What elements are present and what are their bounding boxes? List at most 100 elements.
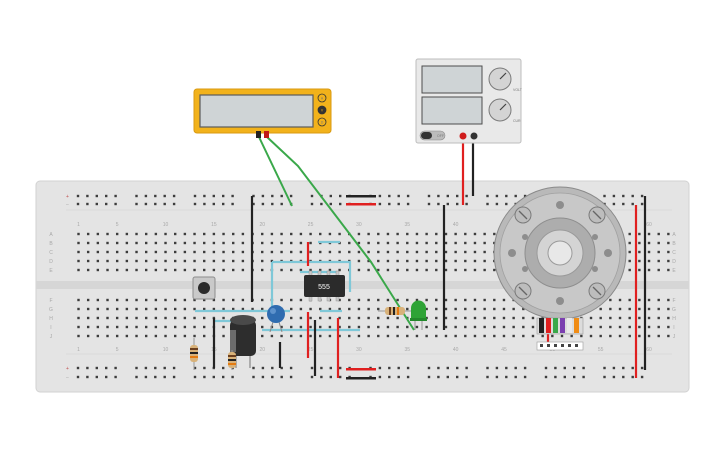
breadboard-hole[interactable] xyxy=(154,325,158,329)
breadboard-hole[interactable] xyxy=(154,307,158,311)
breadboard-hole[interactable] xyxy=(261,334,264,338)
breadboard-hole[interactable] xyxy=(299,298,303,302)
breadboard-hole[interactable] xyxy=(299,268,303,272)
breadboard-hole[interactable] xyxy=(512,334,515,338)
breadboard-hole[interactable] xyxy=(473,298,477,302)
breadboard-hole[interactable] xyxy=(290,334,293,338)
breadboard-hole[interactable] xyxy=(465,202,468,206)
breadboard-hole[interactable] xyxy=(628,298,631,302)
breadboard-hole[interactable] xyxy=(241,268,245,272)
breadboard-hole[interactable] xyxy=(261,316,264,320)
breadboard-hole[interactable] xyxy=(628,316,631,320)
breadboard-hole[interactable] xyxy=(212,202,215,206)
breadboard-hole[interactable] xyxy=(96,250,100,254)
breadboard-hole[interactable] xyxy=(241,307,245,311)
breadboard-hole[interactable] xyxy=(77,307,80,311)
breadboard-hole[interactable] xyxy=(495,202,499,206)
breadboard-hole[interactable] xyxy=(309,334,312,338)
breadboard-hole[interactable] xyxy=(164,307,167,311)
breadboard-hole[interactable] xyxy=(386,298,390,302)
breadboard-hole[interactable] xyxy=(667,268,670,272)
breadboard-hole[interactable] xyxy=(183,316,187,320)
breadboard-hole[interactable] xyxy=(464,259,467,263)
breadboard-hole[interactable] xyxy=(522,325,525,329)
breadboard-hole[interactable] xyxy=(612,375,616,379)
breadboard-hole[interactable] xyxy=(483,250,486,254)
breadboard-hole[interactable] xyxy=(357,232,361,236)
breadboard-hole[interactable] xyxy=(338,307,341,311)
breadboard-hole[interactable] xyxy=(560,334,564,338)
breadboard-hole[interactable] xyxy=(261,202,265,206)
breadboard-hole[interactable] xyxy=(222,241,225,245)
breadboard-hole[interactable] xyxy=(241,241,245,245)
breadboard-hole[interactable] xyxy=(406,259,409,263)
breadboard-hole[interactable] xyxy=(299,316,303,320)
breadboard-hole[interactable] xyxy=(280,366,283,370)
breadboard-hole[interactable] xyxy=(231,202,234,206)
breadboard-hole[interactable] xyxy=(628,232,631,236)
breadboard-hole[interactable] xyxy=(320,202,323,206)
breadboard-hole[interactable] xyxy=(86,194,89,198)
breadboard-hole[interactable] xyxy=(164,259,167,263)
breadboard-hole[interactable] xyxy=(212,250,216,254)
breadboard-hole[interactable] xyxy=(367,268,370,272)
breadboard-hole[interactable] xyxy=(638,241,641,245)
breadboard-hole[interactable] xyxy=(406,334,409,338)
breadboard-hole[interactable] xyxy=(456,375,459,379)
breadboard-hole[interactable] xyxy=(512,316,515,320)
breadboard-hole[interactable] xyxy=(483,259,486,263)
breadboard-hole[interactable] xyxy=(115,298,119,302)
breadboard-hole[interactable] xyxy=(367,232,370,236)
breadboard-hole[interactable] xyxy=(386,334,390,338)
breadboard-hole[interactable] xyxy=(77,316,80,320)
breadboard-hole[interactable] xyxy=(367,325,370,329)
breadboard-hole[interactable] xyxy=(222,250,225,254)
breadboard-hole[interactable] xyxy=(425,268,428,272)
breadboard-hole[interactable] xyxy=(86,250,90,254)
breadboard-hole[interactable] xyxy=(193,316,196,320)
breadboard-hole[interactable] xyxy=(425,334,428,338)
breadboard-hole[interactable] xyxy=(367,307,370,311)
breadboard-hole[interactable] xyxy=(203,268,206,272)
breadboard-hole[interactable] xyxy=(483,316,486,320)
breadboard-hole[interactable] xyxy=(319,268,322,272)
breadboard-hole[interactable] xyxy=(628,307,631,311)
breadboard-hole[interactable] xyxy=(106,241,109,245)
breadboard-hole[interactable] xyxy=(388,194,391,198)
breadboard-hole[interactable] xyxy=(135,366,138,370)
breadboard-hole[interactable] xyxy=(203,325,206,329)
breadboard-hole[interactable] xyxy=(222,325,225,329)
breadboard-hole[interactable] xyxy=(280,298,283,302)
breadboard-hole[interactable] xyxy=(348,298,351,302)
breadboard-hole[interactable] xyxy=(348,250,351,254)
breadboard-hole[interactable] xyxy=(667,232,670,236)
breadboard-hole[interactable] xyxy=(505,366,508,370)
breadboard-hole[interactable] xyxy=(319,307,322,311)
breadboard-hole[interactable] xyxy=(573,366,576,370)
breadboard-hole[interactable] xyxy=(456,366,459,370)
breadboard-hole[interactable] xyxy=(612,202,616,206)
breadboard-hole[interactable] xyxy=(222,298,225,302)
breadboard-hole[interactable] xyxy=(328,307,332,311)
breadboard-hole[interactable] xyxy=(144,259,148,263)
breadboard-hole[interactable] xyxy=(406,250,409,254)
breadboard-hole[interactable] xyxy=(386,316,390,320)
breadboard-hole[interactable] xyxy=(483,298,486,302)
breadboard-hole[interactable] xyxy=(261,232,264,236)
breadboard-hole[interactable] xyxy=(174,334,177,338)
mode-button-voltmeter[interactable] xyxy=(317,105,327,115)
breadboard-hole[interactable] xyxy=(144,316,148,320)
breadboard-hole[interactable] xyxy=(144,202,148,206)
breadboard-hole[interactable] xyxy=(203,334,206,338)
breadboard-hole[interactable] xyxy=(329,366,332,370)
breadboard-hole[interactable] xyxy=(320,375,323,379)
breadboard-hole[interactable] xyxy=(86,307,90,311)
breadboard-hole[interactable] xyxy=(154,375,157,379)
breadboard-hole[interactable] xyxy=(628,268,631,272)
breadboard-hole[interactable] xyxy=(427,366,431,370)
breadboard-hole[interactable] xyxy=(367,241,370,245)
breadboard-hole[interactable] xyxy=(86,232,90,236)
breadboard-hole[interactable] xyxy=(299,250,303,254)
breadboard-hole[interactable] xyxy=(386,241,390,245)
breadboard-hole[interactable] xyxy=(164,298,167,302)
